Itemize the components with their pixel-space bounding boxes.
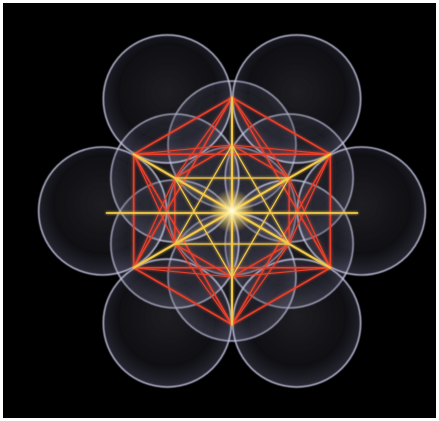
- sphere-11: [39, 147, 167, 275]
- sphere-10: [103, 259, 231, 387]
- flower-of-life-metatron-artwork: [3, 3, 436, 418]
- sphere-8: [297, 147, 425, 275]
- center-glow: [210, 189, 254, 233]
- sphere-7: [233, 35, 361, 163]
- sphere-9: [233, 259, 361, 387]
- sphere-12: [103, 35, 231, 163]
- artwork-canvas: [3, 3, 436, 418]
